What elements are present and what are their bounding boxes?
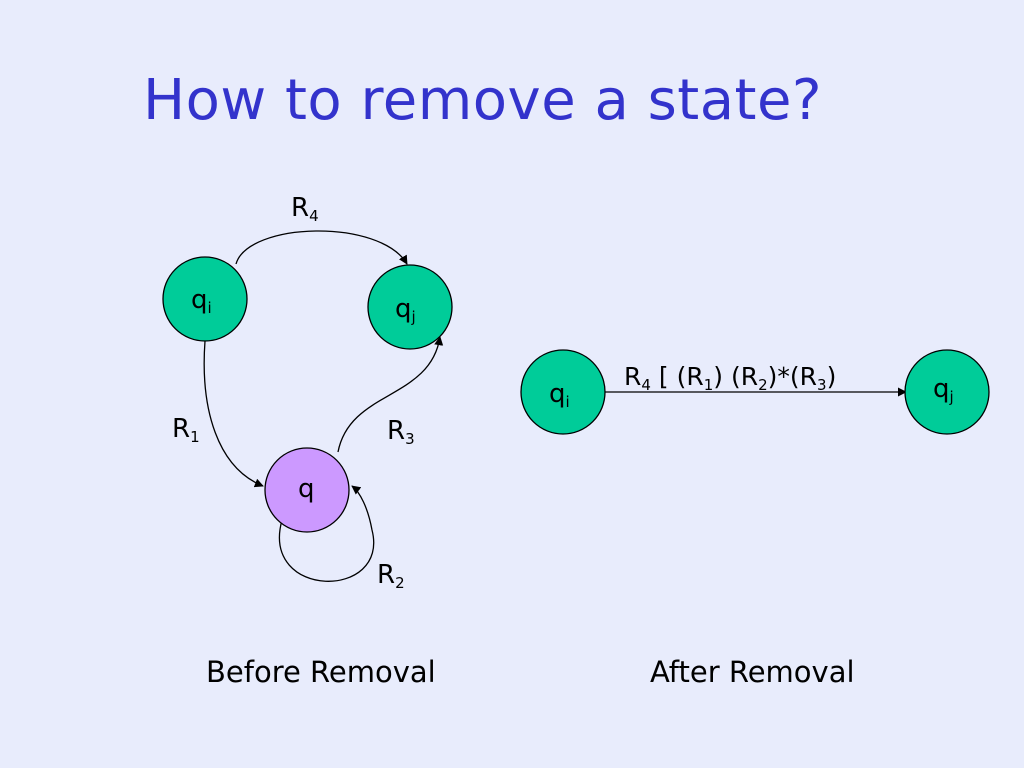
node-qj-before-label: qj	[395, 294, 416, 326]
edge-r1-label: R1	[172, 414, 200, 446]
node-q-label: q	[298, 474, 315, 504]
node-qj-after-label: qj	[933, 374, 954, 406]
edge-r4-label: R4	[291, 193, 319, 225]
node-qj-after	[904, 349, 990, 435]
node-qi-before-label: qi	[191, 285, 212, 317]
node-qi-before	[162, 256, 248, 342]
edge-r3-label: R3	[387, 416, 415, 448]
edge-after-label: R4 [ (R1) (R2)*(R3)	[624, 362, 837, 394]
edge-r2-self-loop	[278, 485, 375, 582]
node-q	[264, 447, 350, 533]
edge-r2-label: R2	[377, 560, 405, 592]
node-qi-after-label: qi	[549, 379, 570, 411]
before-removal-caption: Before Removal	[206, 655, 436, 689]
page-title: How to remove a state?	[143, 68, 823, 133]
edge-r4-arrow	[235, 230, 408, 265]
node-qi-after	[520, 349, 606, 435]
edge-r1-arrow	[203, 340, 264, 488]
node-qj-before	[367, 264, 453, 350]
after-removal-caption: After Removal	[650, 655, 855, 689]
edge-r3-arrow	[337, 336, 444, 453]
